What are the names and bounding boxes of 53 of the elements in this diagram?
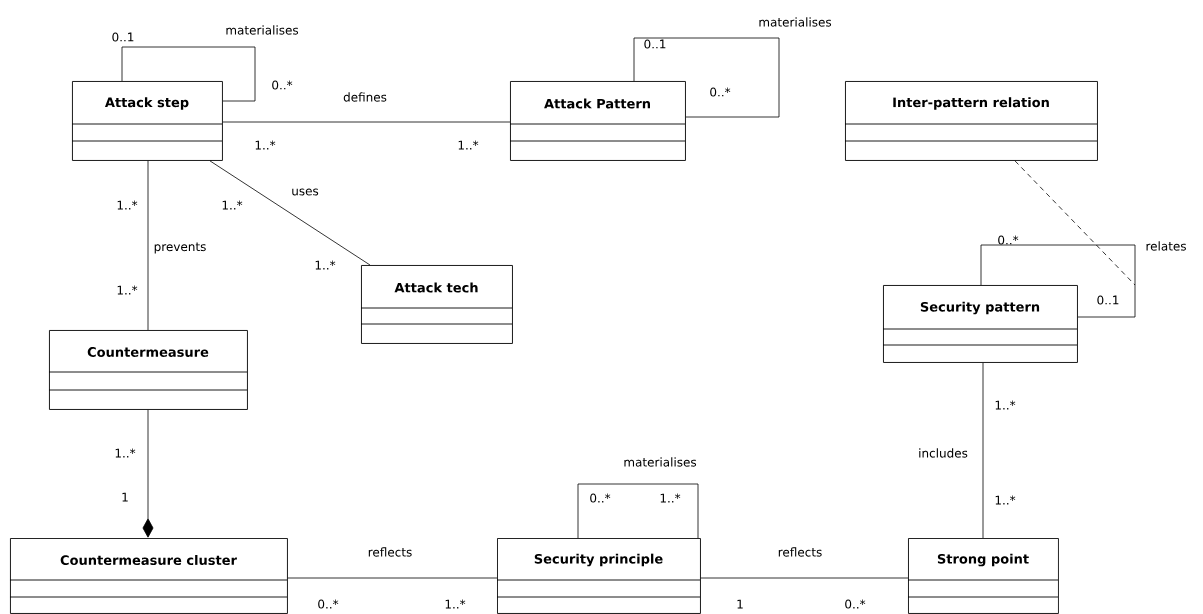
association-line bbox=[577, 483, 699, 539]
association-line bbox=[287, 577, 498, 579]
dashed-line bbox=[1014, 160, 1136, 286]
multiplicity-label: 0..* bbox=[998, 235, 1019, 245]
edge-label: includes bbox=[917, 447, 969, 459]
edge-label: reflects bbox=[366, 546, 414, 558]
multiplicity-label: 1..* bbox=[117, 200, 138, 210]
edge-label: defines bbox=[342, 91, 388, 103]
multiplicity-label: 0..* bbox=[710, 87, 731, 97]
multiplicity-label: 1..* bbox=[995, 400, 1016, 410]
multiplicity-label: 1..* bbox=[255, 140, 276, 150]
class-box: Security principle bbox=[496, 538, 701, 614]
association-line bbox=[222, 121, 511, 123]
multiplicity-label: 1..* bbox=[445, 599, 466, 609]
multiplicity-label: 1..* bbox=[995, 495, 1016, 505]
multiplicity-label: 1..* bbox=[117, 285, 138, 295]
multiplicity-label: 0..* bbox=[318, 599, 339, 609]
association-line bbox=[980, 244, 1136, 318]
association-line bbox=[147, 160, 149, 331]
multiplicity-label: 0..1 bbox=[644, 39, 666, 49]
class-box: Strong point bbox=[907, 538, 1059, 614]
edge-label: prevents bbox=[152, 241, 208, 255]
association-line bbox=[700, 577, 909, 579]
edge-label: materialises bbox=[757, 16, 833, 28]
multiplicity-label: 1..* bbox=[660, 493, 681, 503]
class-box: Countermeasure bbox=[48, 330, 248, 410]
multiplicity-label: 0..1 bbox=[112, 32, 134, 42]
class-box: Countermeasure cluster bbox=[9, 538, 288, 614]
multiplicity-label: 0..* bbox=[845, 599, 866, 609]
multiplicity-label: 0..* bbox=[272, 80, 293, 90]
multiplicity-label: 1 bbox=[737, 599, 743, 609]
multiplicity-label: 1 bbox=[122, 492, 128, 502]
association-line bbox=[209, 160, 371, 266]
class-box: Security pattern bbox=[882, 285, 1078, 363]
class-box: Inter-pattern relation bbox=[844, 81, 1098, 161]
edge-label: relates bbox=[1144, 240, 1188, 252]
association-line bbox=[121, 46, 256, 102]
multiplicity-label: 0..* bbox=[590, 493, 611, 503]
association-line bbox=[982, 362, 984, 539]
multiplicity-label: 1..* bbox=[115, 448, 136, 458]
multiplicity-label: 0..1 bbox=[1097, 295, 1119, 305]
class-box: Attack Pattern bbox=[509, 81, 686, 161]
edge-label: materialises bbox=[622, 456, 698, 468]
edge-label: reflects bbox=[776, 546, 824, 558]
association-line bbox=[633, 37, 780, 118]
multiplicity-label: 1..* bbox=[458, 140, 479, 150]
edge-label: uses bbox=[290, 187, 320, 197]
composition-line bbox=[142, 409, 154, 538]
multiplicity-label: 1..* bbox=[315, 260, 336, 270]
edge-label: materialises bbox=[224, 24, 300, 36]
multiplicity-label: 1..* bbox=[222, 200, 243, 210]
class-box: Attack step bbox=[71, 81, 223, 161]
class-box: Attack tech bbox=[360, 265, 513, 344]
